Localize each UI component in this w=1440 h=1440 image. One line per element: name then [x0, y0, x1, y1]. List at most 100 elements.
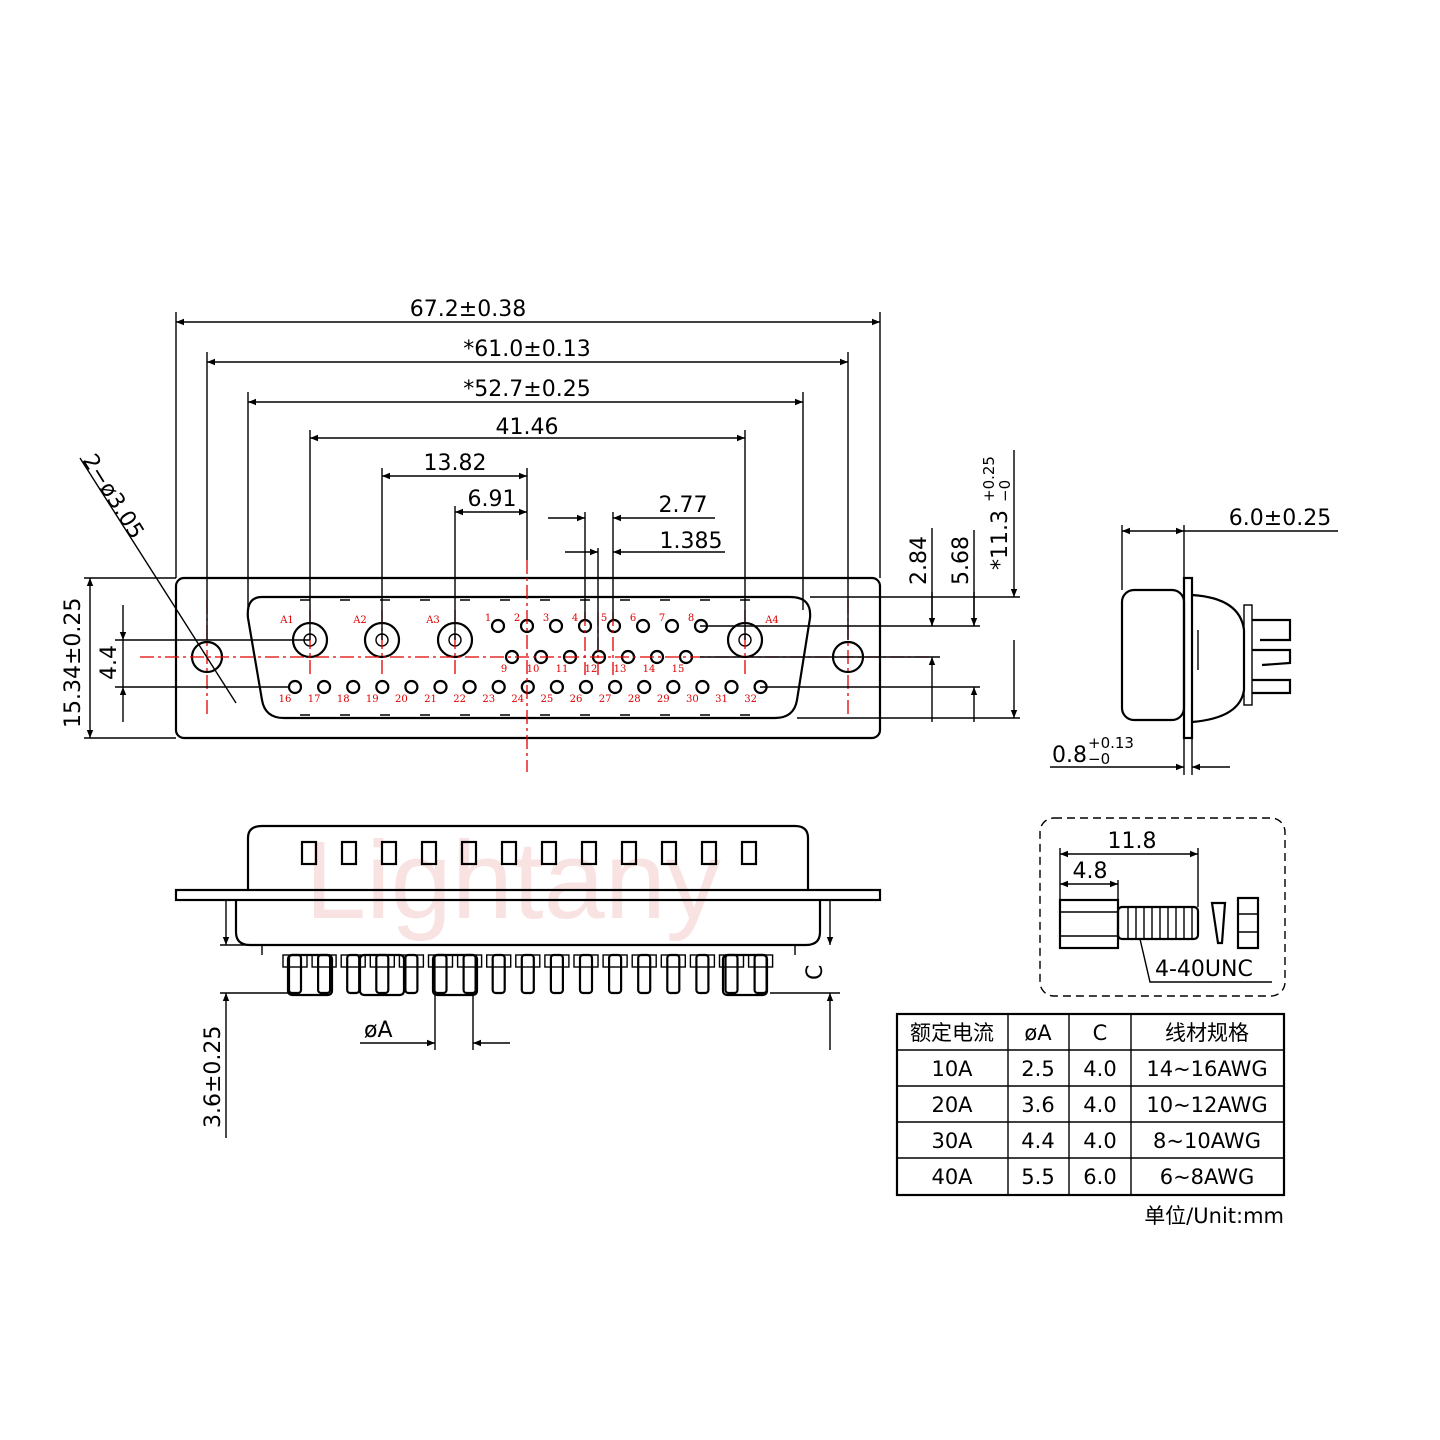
shell-slot: [460, 840, 478, 866]
shell-slots: [300, 840, 758, 866]
pin-tail: [491, 953, 506, 995]
standoff-thread: [1116, 905, 1200, 941]
bottom-view: 3.6±0.25 øA C: [174, 824, 882, 1138]
pin-label-row1: 5: [601, 613, 607, 624]
pin-tail: [578, 953, 594, 995]
table-cell: 5.5: [1021, 1165, 1054, 1189]
table-cell: 30A: [931, 1129, 973, 1153]
pin-label-row3: 19: [366, 694, 379, 705]
pin-tail-collar: [282, 954, 308, 968]
pin-label-row2: 9: [501, 664, 507, 675]
pin-tail-collar: [369, 954, 395, 968]
coax-label: A4: [764, 615, 779, 626]
dim-row-to-row: 2.84: [907, 536, 932, 585]
pin-tail: [287, 953, 303, 995]
side-rear-collar: [1243, 604, 1253, 706]
extension-lines: [84, 312, 1020, 739]
dim-half-coax-pitch: 6.91: [468, 487, 517, 512]
side-terminal-3: [1252, 678, 1292, 695]
table-header: 线材规格: [1165, 1021, 1249, 1045]
pin-label-row3: 30: [686, 694, 699, 705]
signal-pin: [287, 679, 303, 695]
pin-label-row3: 22: [453, 694, 466, 705]
shell-slot: [540, 840, 558, 866]
shell-slot: [740, 840, 758, 866]
pin-tail-collar: [544, 954, 570, 968]
signal-pin: [664, 618, 680, 634]
screw-detail-frame: [1039, 817, 1286, 997]
dim-outer-row-span: 5.68: [949, 536, 974, 585]
watermark: Lightany: [305, 819, 721, 942]
pin-tail: [346, 953, 361, 995]
side-dimension-lines: [1050, 525, 1338, 775]
signal-pin: [607, 679, 623, 695]
coax-label: A3: [425, 615, 440, 626]
pin-tail: [404, 953, 419, 995]
unit-note: 单位/Unit:mm: [1144, 1204, 1284, 1228]
table-cell: 40A: [931, 1165, 973, 1189]
dim-flange-thickness: 0.8: [1052, 743, 1087, 768]
pin-label-row3: 18: [337, 694, 350, 705]
signal-pin: [606, 618, 622, 634]
dim-shell-height: *11.3: [988, 510, 1013, 570]
pin-label-row3: 31: [715, 694, 728, 705]
dim-screw-total: 11.8: [1108, 829, 1157, 854]
pin-label-row1: 2: [514, 613, 520, 624]
dim-c: C: [803, 965, 828, 980]
signal-pin: [666, 679, 681, 695]
signal-pin: [346, 679, 361, 695]
horizontal-dimensions: [176, 318, 880, 556]
pin-tail-collar: [631, 954, 657, 968]
table-cell: 8~10AWG: [1153, 1129, 1261, 1153]
lock-washer: [1210, 901, 1227, 945]
dim-shell-height-tol-plus: +0.25: [980, 456, 998, 502]
pin-tail-collar: [515, 954, 541, 968]
dim-shell-height-tol-minus: −0: [996, 480, 1014, 502]
table-header: C: [1093, 1021, 1108, 1045]
table-cell: 10A: [931, 1057, 973, 1081]
shell-slot: [500, 840, 518, 866]
pin-label-row3: 25: [541, 694, 554, 705]
table-cell: 2.5: [1021, 1057, 1054, 1081]
pin-label-row2: 14: [643, 664, 656, 675]
coax-tail: [431, 953, 479, 997]
table-header: øA: [1024, 1021, 1052, 1045]
pin-tail-collar: [660, 954, 686, 968]
dim-coax-pitch: 13.82: [424, 451, 487, 476]
pin-label-row3: 16: [279, 694, 292, 705]
pin-label-row2: 10: [527, 664, 540, 675]
pin-tail: [433, 953, 448, 995]
pin-tail: [549, 953, 565, 995]
signal-pin: [462, 679, 477, 695]
pin-label-row3: 21: [424, 694, 437, 705]
signal-pin: [724, 679, 739, 695]
pin-label-row3: 24: [511, 694, 524, 705]
thread-lines: [1127, 907, 1193, 939]
coax-label: A1: [279, 615, 294, 626]
screw-detail: 11.8 4.8 4-40UNC: [1039, 817, 1286, 997]
dim-mount-spacing: *61.0±0.13: [463, 337, 590, 362]
pin-tail-collar: [398, 954, 425, 968]
dim-hole-row-offset: 4.4: [97, 645, 122, 680]
bottom-shell-top: [246, 824, 810, 890]
dim-flange-thickness-tol-plus: +0.13: [1088, 734, 1134, 752]
side-view: 6.0±0.25 0.8 +0.13 −0: [1050, 506, 1338, 775]
signal-pin: [637, 679, 652, 695]
signal-pin: [520, 679, 535, 695]
pin-label-row3: 28: [628, 694, 641, 705]
table-cell: 10~12AWG: [1146, 1093, 1267, 1117]
screw-dimension-lines: [1059, 848, 1272, 983]
signal-pin: [404, 679, 419, 695]
pin-label-row3: 20: [395, 694, 408, 705]
pin-tail: [375, 953, 390, 995]
pin-tail: [637, 953, 652, 995]
pin-tail: [753, 953, 768, 995]
side-terminal-2: [1252, 648, 1292, 667]
pin-tail-collar: [573, 954, 599, 968]
pin-label-row1: 1: [485, 613, 491, 624]
table-cell: 4.4: [1021, 1129, 1054, 1153]
pin-label-row2: 15: [672, 664, 685, 675]
shell-ticks: [300, 599, 750, 716]
table-cell: 14~16AWG: [1146, 1057, 1267, 1081]
